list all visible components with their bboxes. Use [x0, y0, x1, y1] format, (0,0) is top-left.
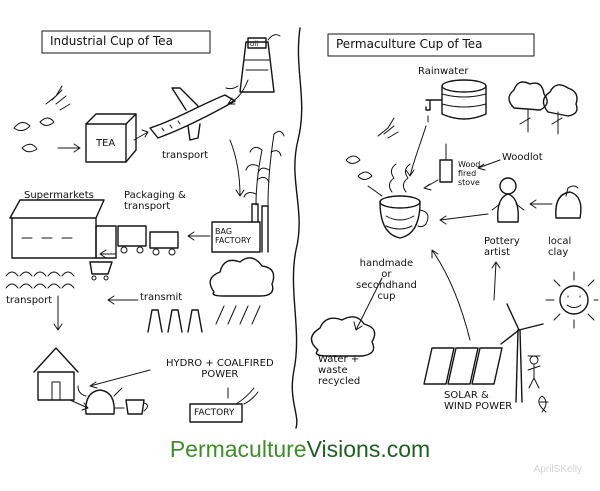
water-cloud-icon	[310, 316, 376, 357]
brand-part-dark: Visions	[306, 436, 381, 462]
person-icon	[527, 355, 541, 389]
packaging-truck-icon	[117, 225, 179, 256]
hand-icon	[45, 85, 71, 111]
arrow-power-to-house	[89, 369, 151, 389]
handmade-cup-label: handmade or secondhand cup	[356, 258, 417, 302]
rainwater-tank-icon	[441, 79, 487, 120]
woodlot-icon	[508, 81, 578, 135]
house-icon	[33, 347, 79, 401]
wind-turbine-icon	[500, 303, 544, 403]
arrow-artist-to-cup	[439, 213, 489, 225]
left-title-box	[41, 30, 211, 54]
arrow-power-to-cup	[431, 249, 471, 341]
footer-brand: PermacultureVisions.com	[0, 434, 600, 464]
right-title-box	[327, 33, 535, 57]
pottery-artist-label: Pottery artist	[484, 236, 520, 258]
wood-stove-label: Wood fired stove	[458, 160, 481, 187]
divider-line	[291, 27, 303, 429]
sun-icon	[545, 271, 599, 329]
woodlot-label: Woodlot	[502, 152, 543, 163]
clay-mound-icon	[555, 185, 582, 219]
tea-box-label: TEA	[96, 138, 116, 149]
arrow-hand-to-cup	[367, 185, 383, 197]
right-title: Permaculture Cup of Tea	[336, 37, 483, 51]
arrow-oil-to-plane	[227, 79, 249, 105]
packaging-label: Packaging & transport	[124, 190, 186, 212]
transmit-label: transmit	[140, 292, 183, 303]
cars-icon	[5, 271, 75, 289]
tap-icon	[425, 99, 443, 123]
arrow-house-to-kettle	[69, 399, 89, 411]
hand-right-icon	[377, 117, 399, 139]
tea-leaves-right-icon	[345, 155, 373, 180]
water-waste-label: Water + waste recycled	[318, 354, 361, 387]
tea-cup-icon	[125, 399, 148, 415]
solar-wind-label: SOLAR & WIND POWER	[444, 390, 513, 412]
arrow-packaging-to-supermarket	[99, 249, 117, 259]
arrow-transmit	[107, 295, 139, 305]
power-towers-icon	[147, 309, 203, 333]
arrow-woodlot-to-stove	[477, 159, 501, 171]
handmade-cup-icon	[379, 163, 429, 239]
solar-panels-icon	[423, 347, 503, 385]
signature-mark	[538, 395, 549, 413]
arrow-box-to-plane	[133, 129, 149, 141]
brand-part-green: Permaculture	[169, 436, 307, 462]
arrow-supermarket-down	[53, 295, 63, 331]
factory-label: FACTORY	[194, 408, 235, 418]
transport-label-2: transport	[6, 295, 53, 306]
bag-factory-label: BAG FACTORY	[215, 227, 251, 245]
arrow-leaves-to-box	[57, 143, 81, 153]
arrow-pottery-up	[491, 261, 501, 301]
oil-label: oil	[250, 40, 259, 48]
wood-stove-icon	[439, 143, 453, 183]
arrow-stove-to-cup	[423, 179, 439, 191]
left-title: Industrial Cup of Tea	[50, 34, 173, 48]
bag-factory-icon	[211, 203, 269, 253]
tea-leaves-icon	[13, 117, 55, 153]
tea-box-icon	[85, 113, 137, 163]
trolley-icon	[89, 261, 113, 281]
brand-part-tld: .com	[380, 436, 431, 462]
power-label: HYDRO + COALFIRED POWER	[166, 358, 274, 380]
transport-label-1: transport	[162, 150, 209, 161]
kettle-icon	[77, 385, 123, 415]
local-clay-label: local clay	[548, 236, 572, 258]
storm-cloud-icon	[209, 257, 275, 325]
factory-icon	[189, 387, 259, 423]
arrow-bag-to-packaging	[187, 231, 211, 241]
watermark: AprilSKelly	[533, 464, 582, 475]
arrow-rain-to-cup	[405, 125, 427, 177]
pottery-artist-icon	[491, 177, 525, 223]
supermarket-icon	[9, 199, 117, 259]
oil-factory-icon	[225, 34, 281, 93]
rainwater-label: Rainwater	[418, 66, 469, 77]
arrow-cup-to-water	[353, 277, 383, 331]
arrow-clay-to-artist	[529, 199, 553, 209]
arrow-plane-to-bagfactory	[229, 139, 245, 197]
tea-plant-icon	[243, 130, 285, 206]
supermarkets-label: Supermarkets	[24, 190, 94, 201]
airplane-icon	[149, 87, 236, 141]
